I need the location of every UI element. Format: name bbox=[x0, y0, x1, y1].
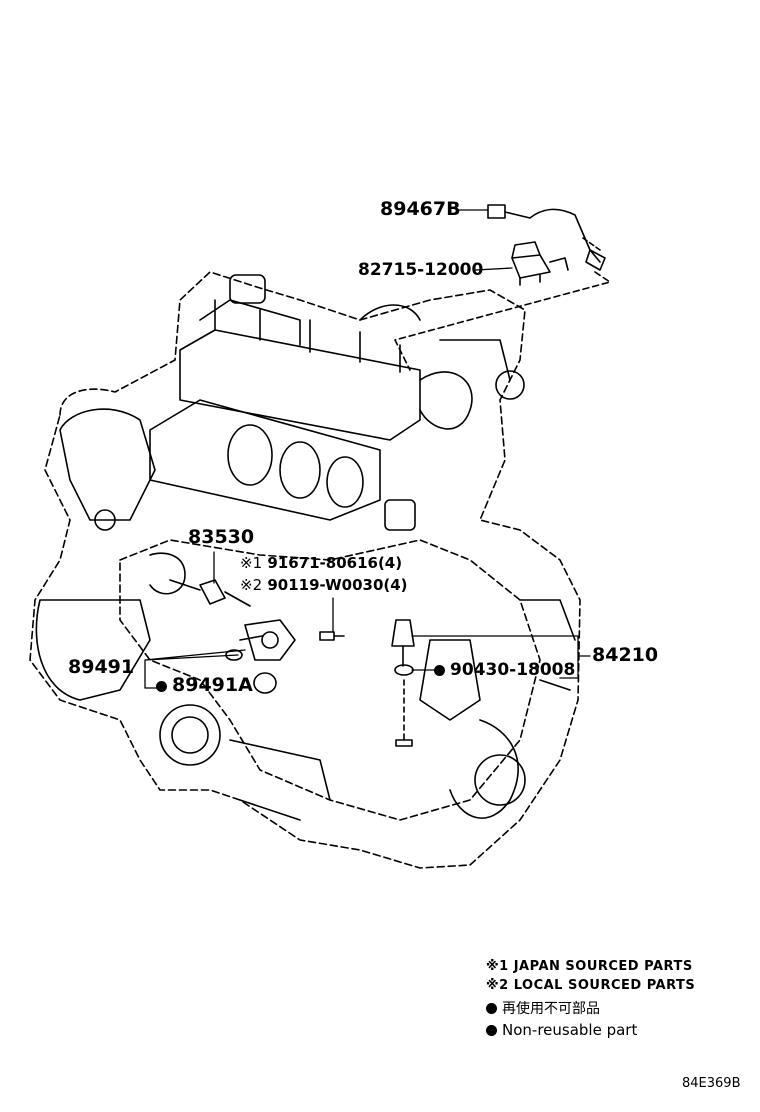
flywheel bbox=[159, 704, 221, 766]
part-label-91671-row: ※1 91671-80616(4) bbox=[240, 556, 402, 571]
part-label-89491A-row: 89491A bbox=[156, 676, 253, 695]
part-label-90119-W0030[interactable]: 90119-W0030(4) bbox=[267, 576, 408, 594]
part-label-90430-18008[interactable]: 90430-18008 bbox=[450, 660, 576, 680]
part-label-89467B[interactable]: 89467B bbox=[380, 198, 461, 220]
crank-position-sensor bbox=[199, 579, 226, 605]
oil-filler bbox=[384, 499, 416, 531]
part-label-89491A[interactable]: 89491A bbox=[172, 674, 253, 696]
leader-89491 bbox=[144, 649, 246, 689]
part-label-82715-12000[interactable]: 82715-12000 bbox=[358, 260, 484, 280]
bolt-90119 bbox=[319, 631, 345, 641]
gasket-90430 bbox=[394, 664, 414, 676]
part-label-84210[interactable]: 84210 bbox=[592, 644, 659, 666]
non-reusable-dot-icon bbox=[434, 665, 445, 676]
non-reusable-dot-icon bbox=[156, 681, 167, 692]
legend-nonreusable-jp-row: 再使用不可部品 bbox=[486, 1002, 600, 1016]
part-label-90430-row: 90430-18008 bbox=[434, 662, 575, 679]
cam-sensor-assembly bbox=[244, 619, 296, 661]
oxygen-sensor bbox=[487, 204, 506, 219]
part-label-89491[interactable]: 89491 bbox=[68, 656, 135, 678]
pulley bbox=[495, 370, 525, 400]
leader-84210 bbox=[411, 635, 591, 679]
o-ring bbox=[253, 672, 277, 694]
engine-outline bbox=[29, 271, 581, 869]
non-reusable-dot-icon bbox=[486, 1025, 497, 1036]
legend-nonreusable-jp: 再使用不可部品 bbox=[502, 1001, 600, 1017]
non-reusable-dot-icon bbox=[486, 1003, 497, 1014]
cylinder-head bbox=[179, 329, 421, 441]
diagram-code: 84E369B bbox=[682, 1076, 741, 1091]
legend-local-sourced: ※2 LOCAL SOURCED PARTS bbox=[486, 978, 696, 993]
part-label-83530[interactable]: 83530 bbox=[188, 526, 255, 548]
mark-japan-sourced: ※1 bbox=[240, 554, 263, 572]
mark-local-sourced: ※2 bbox=[240, 576, 263, 594]
legend-nonreusable-en-row: Non-reusable part bbox=[486, 1023, 637, 1038]
legend-japan-sourced: ※1 JAPAN SOURCED PARTS bbox=[486, 959, 693, 974]
part-label-90119-row: ※2 90119-W0030(4) bbox=[240, 578, 408, 593]
cam-cover-cap bbox=[229, 274, 266, 304]
leader-82715 bbox=[475, 267, 513, 271]
engine-inner-block bbox=[119, 539, 541, 821]
knock-sensor bbox=[391, 619, 415, 647]
legend-nonreusable-en: Non-reusable part bbox=[502, 1021, 638, 1039]
sensor-connector bbox=[511, 254, 551, 279]
intake-manifold bbox=[149, 399, 381, 521]
transmission-housing bbox=[59, 408, 156, 521]
part-label-91671-80616[interactable]: 91671-80616(4) bbox=[267, 554, 403, 572]
